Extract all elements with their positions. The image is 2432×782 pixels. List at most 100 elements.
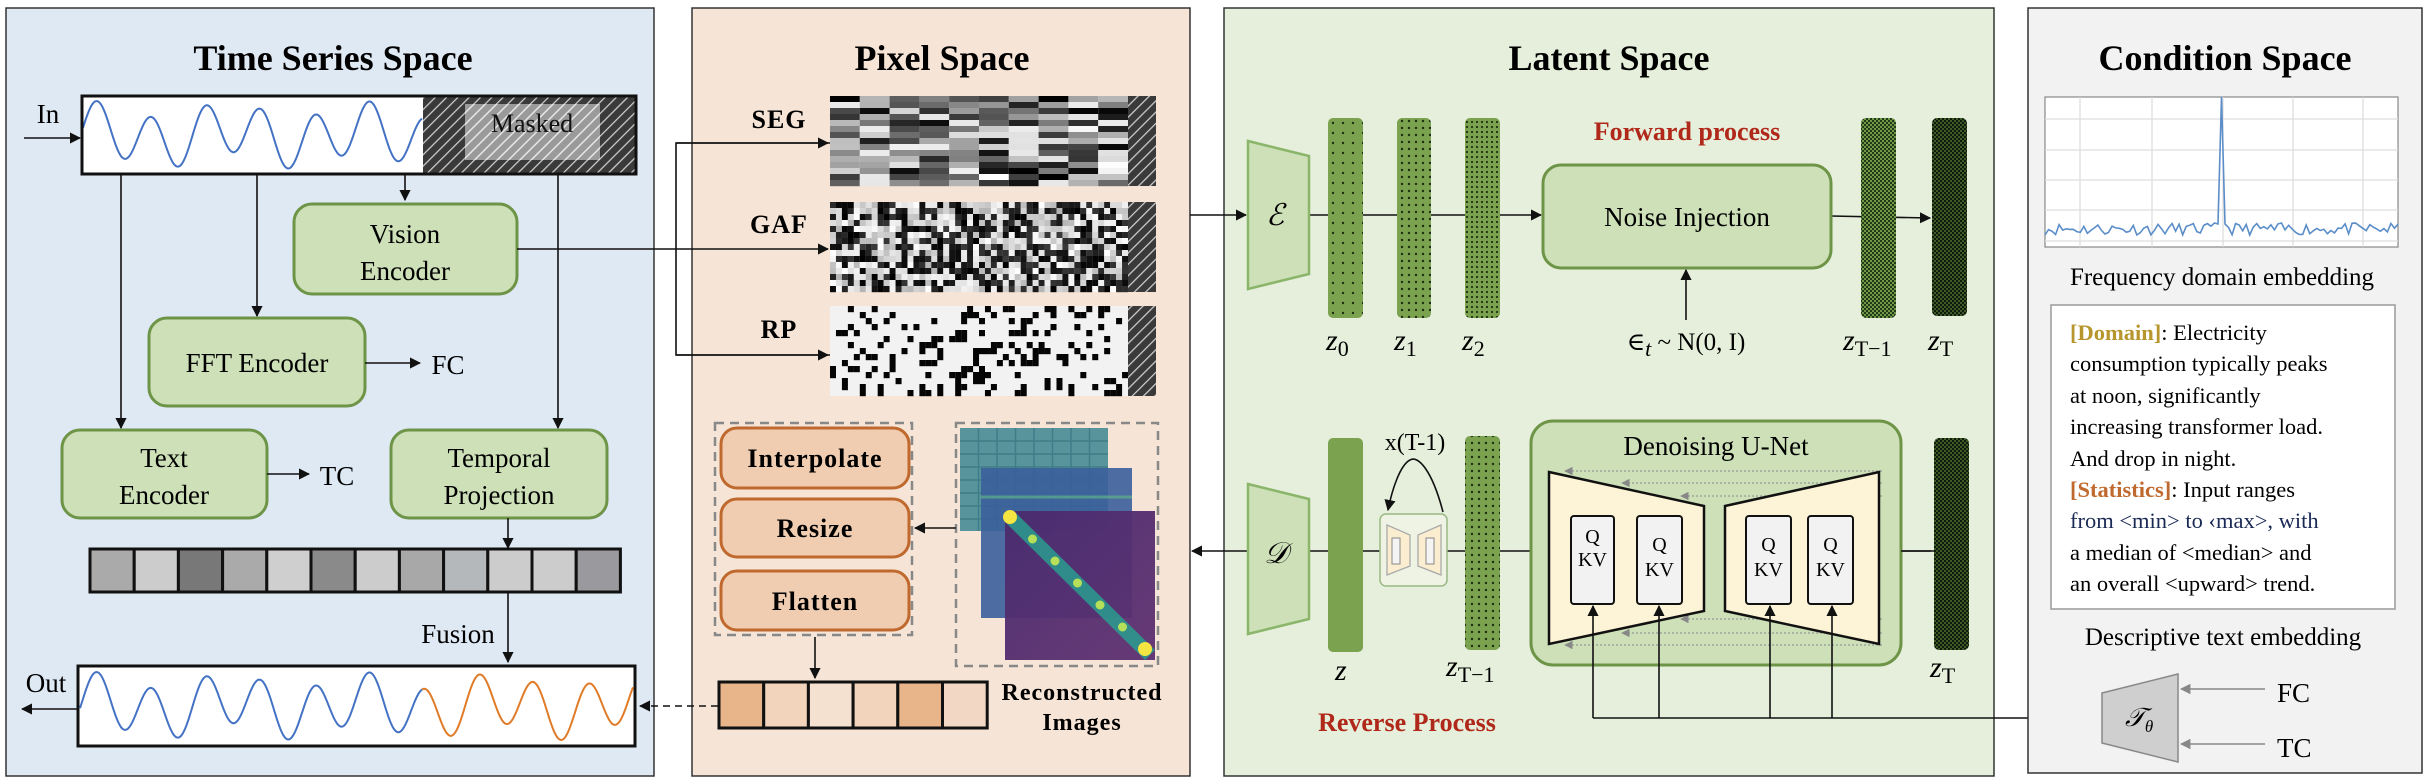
masked-label: Masked	[491, 109, 573, 138]
rp-pixel	[1044, 378, 1051, 385]
gaf-pixel	[919, 238, 926, 245]
gaf-pixel	[1104, 220, 1111, 227]
gaf-pixel	[889, 238, 896, 245]
seg-pixel	[949, 162, 979, 169]
kv-label: KV	[1816, 559, 1845, 581]
gaf-pixel	[877, 214, 884, 221]
gaf-pixel	[1014, 256, 1021, 263]
gaf-pixel	[1044, 244, 1051, 251]
gaf-pixel	[1110, 244, 1117, 251]
gaf-pixel	[943, 208, 950, 215]
diagonal-peak	[1095, 600, 1105, 610]
seg-pixel	[859, 102, 890, 109]
gaf-pixel	[907, 286, 914, 293]
gaf-pixel	[859, 274, 866, 281]
rp-pixel	[877, 342, 884, 349]
gaf-pixel	[990, 256, 997, 263]
gaf-pixel	[1026, 256, 1033, 263]
gaf-pixel	[919, 214, 926, 221]
gaf-pixel	[1110, 268, 1117, 275]
rp-pixel	[967, 306, 974, 313]
gaf-pixel	[913, 232, 920, 239]
gaf-pixel	[1086, 280, 1093, 287]
gaf-pixel	[835, 262, 842, 269]
gaf-pixel	[841, 268, 848, 275]
seg-pixel	[919, 114, 950, 121]
gaf-pixel	[895, 214, 902, 221]
gaf-pixel	[907, 202, 914, 209]
gaf-pixel	[1074, 280, 1081, 287]
seg-pixel	[1008, 174, 1039, 181]
gaf-pixel	[1014, 220, 1021, 227]
gaf-pixel	[895, 262, 902, 269]
rp-pixel	[937, 354, 944, 361]
gaf-pixel	[1044, 226, 1051, 233]
rp-pixel	[1056, 354, 1063, 361]
gaf-pixel	[949, 250, 956, 257]
gaf-pixel	[931, 232, 938, 239]
temporal-projection-block: Temporal Projection	[389, 428, 609, 520]
text-encoder-label-1: Text	[140, 443, 188, 473]
gaf-pixel	[865, 286, 872, 293]
gaf-pixel	[943, 244, 950, 251]
rp-pixel	[1086, 330, 1093, 337]
seg-pixel	[859, 108, 890, 115]
gaf-pixel	[984, 250, 991, 257]
gaf-pixel	[955, 268, 962, 275]
gaf-pixel	[889, 244, 896, 251]
gaf-pixel	[835, 286, 842, 293]
gaf-pixel	[913, 238, 920, 245]
gaf-pixel	[1110, 208, 1117, 215]
rp-pixel	[859, 348, 866, 355]
gaf-pixel	[1026, 244, 1033, 251]
gaf-pixel	[847, 274, 854, 281]
gaf-pixel	[907, 244, 914, 251]
gaf-pixel	[1122, 220, 1129, 227]
gaf-pixel	[967, 286, 974, 293]
gaf-pixel	[883, 280, 890, 287]
gaf-pixel	[961, 208, 968, 215]
gaf-image	[830, 202, 1156, 293]
gaf-pixel	[901, 208, 908, 215]
gaf-pixel	[925, 268, 932, 275]
gaf-pixel	[1092, 274, 1099, 281]
condition-fc-label: FC	[2277, 678, 2310, 708]
gaf-pixel	[1050, 244, 1057, 251]
gaf-pixel	[1086, 256, 1093, 263]
rp-pixel	[996, 360, 1003, 367]
gaf-pixel	[830, 202, 836, 209]
gaf-pixel	[1092, 238, 1099, 245]
gaf-pixel	[990, 238, 997, 245]
seg-pixel	[1098, 108, 1128, 115]
gaf-pixel	[1002, 232, 1009, 239]
gaf-pixel	[1080, 220, 1087, 227]
rp-pixel	[961, 384, 968, 391]
gaf-pixel	[847, 262, 854, 269]
rp-pixel	[1044, 306, 1051, 313]
seg-pixel	[919, 132, 950, 139]
gaf-pixel	[830, 244, 836, 251]
rp-pixel	[889, 360, 896, 367]
text-encoder-label-2: Encoder	[119, 480, 209, 510]
gaf-pixel	[949, 286, 956, 293]
seg-pixel	[1098, 144, 1128, 151]
gaf-pixel	[1098, 268, 1105, 275]
interpolate-label: Interpolate	[747, 444, 882, 473]
seg-pixel	[949, 180, 979, 187]
gaf-pixel	[937, 226, 944, 233]
gaf-pixel	[913, 214, 920, 221]
gaf-pixel	[1116, 238, 1123, 245]
gaf-pixel	[913, 262, 920, 269]
masked-tail	[1128, 96, 1156, 186]
gaf-pixel	[937, 250, 944, 257]
gaf-pixel	[841, 214, 848, 221]
gaf-pixel	[925, 208, 932, 215]
gaf-pixel	[1092, 256, 1099, 263]
kv-label: KV	[1645, 559, 1674, 581]
gaf-pixel	[1098, 202, 1105, 209]
seg-pixel	[1068, 144, 1099, 151]
gaf-pixel	[1008, 214, 1015, 221]
seg-pixel	[889, 96, 920, 103]
gaf-pixel	[865, 226, 872, 233]
gaf-pixel	[1044, 208, 1051, 215]
